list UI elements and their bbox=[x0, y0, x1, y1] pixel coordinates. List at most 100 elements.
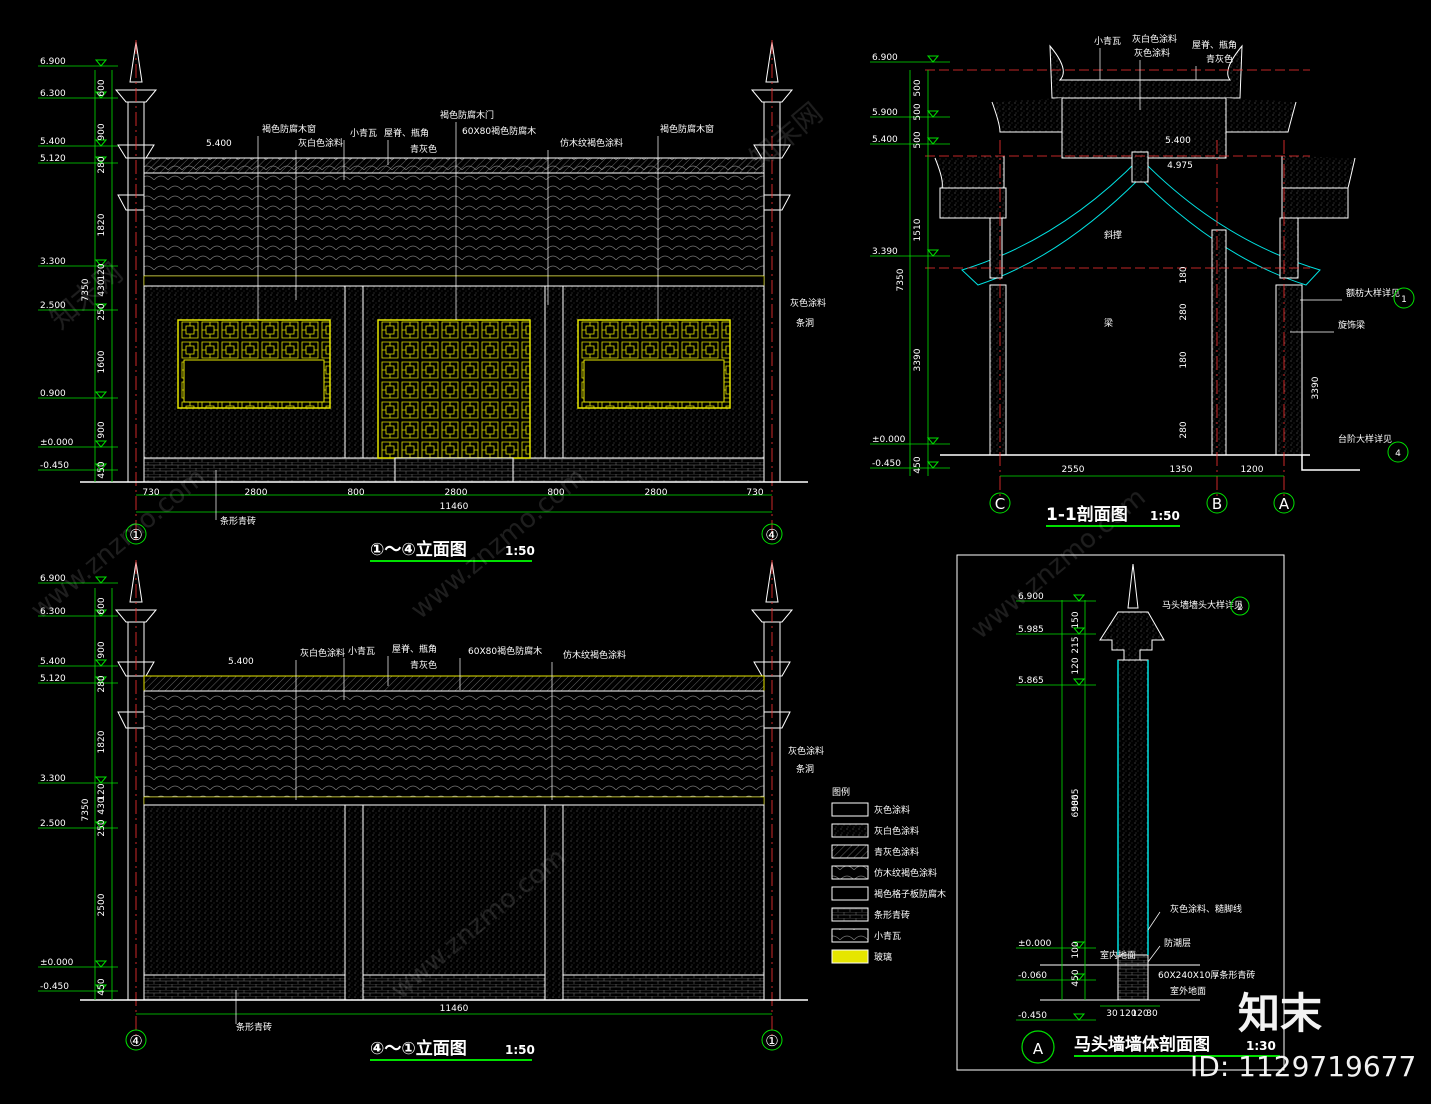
section-axis: B bbox=[1212, 495, 1222, 513]
section-annotation: 小青瓦 bbox=[1094, 35, 1121, 47]
elev2-vdim: 450 bbox=[97, 978, 107, 995]
wall-level: 5.865 bbox=[1018, 676, 1044, 686]
elev1-level-mark bbox=[94, 156, 108, 164]
elev2-axis-left: ④ bbox=[129, 1032, 142, 1050]
legend-item: 玻璃 bbox=[874, 951, 892, 963]
elev1-level-mark bbox=[94, 91, 108, 99]
section-vdim: 500 bbox=[913, 79, 923, 96]
elev1-level-mark bbox=[94, 463, 108, 471]
elev2-ridge-level: 5.400 bbox=[228, 657, 254, 667]
wall-annotation: 灰色涂料、糙脚线 bbox=[1170, 903, 1242, 915]
wall-level-mark bbox=[1072, 627, 1086, 635]
elev1-vdim: 430 bbox=[97, 279, 107, 296]
elev1-vdim: 600 bbox=[97, 79, 107, 96]
elev2-level-mark bbox=[94, 960, 108, 968]
section-annotation: 梁 bbox=[1104, 317, 1113, 329]
elev2-level: -0.450 bbox=[40, 982, 69, 992]
section-callout-circle bbox=[1393, 287, 1415, 309]
watermark-cn-2: 知末网 bbox=[743, 96, 829, 175]
section-hdim: 1200 bbox=[1241, 465, 1264, 475]
section-annotation: 台阶大样详见 bbox=[1338, 433, 1392, 445]
elev1-hdim: 730 bbox=[746, 488, 763, 498]
wall-annotation: 马头墙墙头大样详见 bbox=[1162, 599, 1243, 611]
elev1-annotation: 褐色防腐木窗 bbox=[660, 123, 714, 135]
wall-tag: A bbox=[1033, 1040, 1044, 1058]
section-scale: 1:50 bbox=[1150, 509, 1180, 523]
elev2-vdim: 280 bbox=[97, 675, 107, 692]
elev1-hdim: 800 bbox=[547, 488, 564, 498]
wall-title: 马头墙墙体剖面图 bbox=[1074, 1034, 1210, 1055]
wall-level-mark bbox=[1072, 1013, 1086, 1021]
elev1-level: 3.300 bbox=[40, 257, 66, 267]
section-inner-dim: 4.975 bbox=[1167, 161, 1193, 171]
elev1-annotation: 60X80褐色防腐木 bbox=[462, 125, 536, 137]
elev2-annotation: 小青瓦 bbox=[348, 645, 375, 657]
wall-hdim: 120 bbox=[1119, 1009, 1136, 1019]
legend-item: 灰色涂料 bbox=[874, 804, 910, 816]
section-callout: 4 bbox=[1395, 449, 1401, 459]
legend-swatch bbox=[831, 865, 869, 880]
elev2-level: 5.400 bbox=[40, 657, 66, 667]
elev2-vdim: 2500 bbox=[97, 893, 107, 916]
section-annotation: 灰色涂料 bbox=[1134, 47, 1170, 59]
elev1-annotation: 褐色防腐木窗 bbox=[262, 123, 316, 135]
elev2-level-mark bbox=[94, 984, 108, 992]
section-annotation: 屋脊、瓶角 bbox=[1192, 39, 1237, 51]
wall-annotation: 室内地面 bbox=[1100, 949, 1136, 961]
section-level-mark bbox=[926, 437, 940, 445]
section-total-height: 7350 bbox=[896, 268, 906, 291]
elev1-vdim: 900 bbox=[97, 123, 107, 140]
wall-level-mark bbox=[1072, 941, 1086, 949]
section-level: -0.450 bbox=[872, 459, 901, 469]
elev1-total-width: 11460 bbox=[440, 502, 469, 512]
wall-level-mark bbox=[1072, 594, 1086, 602]
wall-level-mark bbox=[1072, 678, 1086, 686]
legend-swatch bbox=[831, 886, 869, 901]
section-level: ±0.000 bbox=[872, 435, 906, 445]
elev1-level: 2.500 bbox=[40, 301, 66, 311]
watermark-id: ID: 1129719677 bbox=[1190, 1050, 1416, 1083]
section-annotation: 旋饰梁 bbox=[1338, 319, 1365, 331]
elev1-annotation: 仿木纹褐色涂料 bbox=[560, 137, 623, 149]
elev1-annotation: 小青瓦 bbox=[350, 127, 377, 139]
elev1-title: ①～④立面图 bbox=[370, 539, 467, 560]
section-vdim: 450 bbox=[913, 456, 923, 473]
elev1-vdim: 900 bbox=[97, 421, 107, 438]
elevation-1-4: 6.9006.3005.4005.1203.3002.5000.900±0.00… bbox=[38, 40, 826, 562]
wall-vdim: 150 bbox=[1071, 611, 1081, 628]
elev1-vdim: 280 bbox=[97, 156, 107, 173]
elev2-vdim: 250 bbox=[97, 819, 107, 836]
elev2-vdim: 120 bbox=[97, 783, 107, 800]
legend-title: 图例 bbox=[832, 786, 850, 798]
elev2-scale: 1:50 bbox=[505, 1043, 535, 1057]
elev1-axis-left: ① bbox=[129, 526, 142, 544]
wall-level: ±0.000 bbox=[1018, 939, 1052, 949]
elev2-axis-right: ① bbox=[765, 1032, 778, 1050]
wall-level: -0.450 bbox=[1018, 1011, 1047, 1021]
section-inner-dim: 3390 bbox=[1311, 376, 1321, 399]
elev1-hdim: 2800 bbox=[245, 488, 268, 498]
wall-vdim: 120 bbox=[1071, 657, 1081, 674]
section-level: 3.390 bbox=[872, 247, 898, 257]
elev2-level-mark bbox=[94, 576, 108, 584]
elev1-level: 6.300 bbox=[40, 89, 66, 99]
wall-hdim: 30 bbox=[1146, 1009, 1158, 1019]
elev2-annotation: 条形青砖 bbox=[236, 1021, 272, 1033]
section-level-mark bbox=[926, 137, 940, 145]
legend-item: 青灰色涂料 bbox=[874, 846, 919, 858]
wall-scale: 1:30 bbox=[1246, 1039, 1276, 1053]
elev1-hdim: 2800 bbox=[445, 488, 468, 498]
wall-annotation: 60X240X10厚条形青砖 bbox=[1158, 969, 1255, 981]
legend-swatch bbox=[831, 802, 869, 817]
elev1-annotation: 屋脊、瓶角 bbox=[384, 127, 429, 139]
elev2-level-mark bbox=[94, 776, 108, 784]
elev1-vdim: 250 bbox=[97, 303, 107, 320]
elev1-ridge-level: 5.400 bbox=[206, 139, 232, 149]
wall-hdim: 30 bbox=[1106, 1009, 1118, 1019]
watermark-brand: 知末 bbox=[1238, 989, 1322, 1038]
section-vdim: 500 bbox=[913, 131, 923, 148]
elev2-annotation: 灰白色涂料 bbox=[300, 647, 345, 659]
section-annotation: 额枋大样详见 bbox=[1346, 287, 1400, 299]
